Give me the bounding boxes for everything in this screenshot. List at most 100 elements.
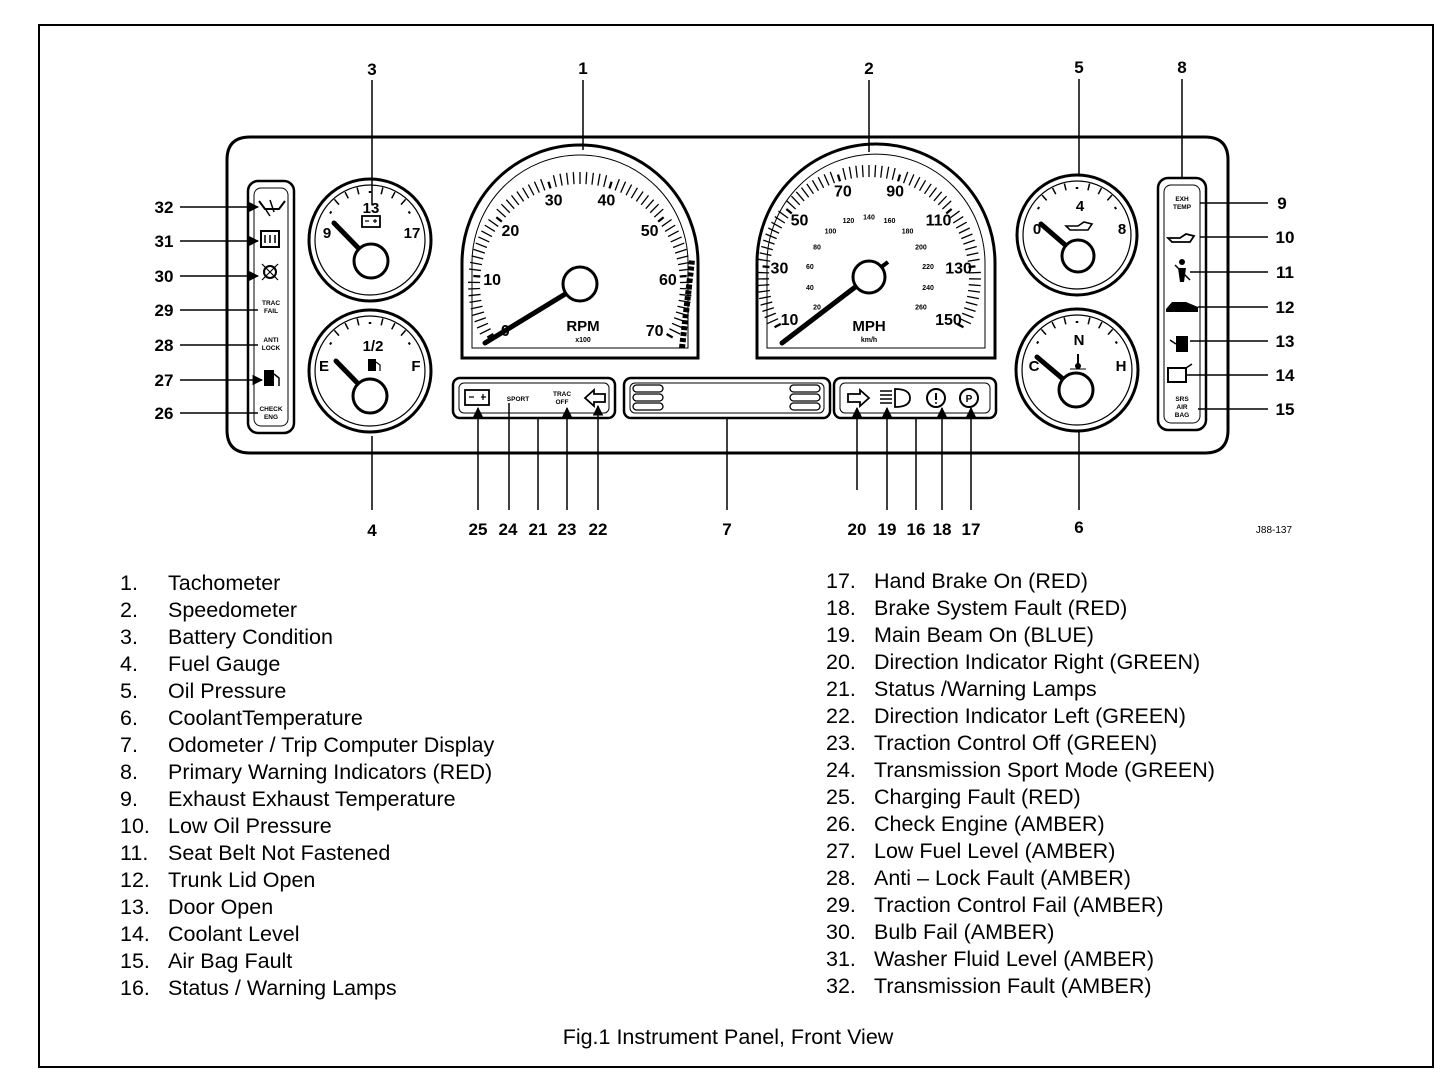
dial-scale-label: 40 — [597, 193, 615, 210]
legend-item: 1.Tachometer — [120, 570, 494, 597]
callout-23: 23 — [558, 520, 577, 539]
dial-tick — [811, 180, 820, 192]
callout-5: 5 — [1074, 58, 1083, 77]
dial-tick — [1106, 194, 1113, 201]
brake-fault-icon — [926, 388, 946, 408]
legend-num: 19. — [826, 623, 856, 647]
dial-tick — [928, 187, 938, 198]
legend-item: 32.Transmission Fault (AMBER) — [826, 973, 1215, 1000]
dial-tick — [640, 195, 650, 206]
callout-31: 31 — [155, 232, 174, 251]
dial-tick — [817, 176, 825, 189]
dial-tick — [891, 167, 896, 180]
legend-label: Low Oil Pressure — [168, 814, 332, 838]
legend-item: 27.Low Fuel Level (AMBER) — [826, 838, 1215, 865]
legend-item: 5.Oil Pressure — [120, 678, 494, 705]
dial-tick — [1036, 340, 1040, 345]
dial-scale-label: 10 — [781, 312, 799, 329]
figure-ref-code: J88-137 — [1256, 525, 1293, 536]
callout-30: 30 — [155, 267, 174, 286]
callout-27: 27 — [155, 371, 174, 390]
dial-tick — [329, 210, 333, 215]
right-indicator-icon — [847, 387, 871, 409]
dial-tick — [759, 252, 772, 257]
dial-tick — [758, 295, 772, 300]
legend-item: 30.Bulb Fail (AMBER) — [826, 919, 1215, 946]
legend-label: Exhaust Exhaust Temperature — [168, 787, 456, 811]
legend-num: 18. — [826, 596, 856, 620]
legend-item: 3.Battery Condition — [120, 624, 494, 651]
dial-tick — [667, 230, 679, 238]
legend-num: 9. — [120, 787, 138, 811]
legend-label: Washer Fluid Level (AMBER) — [874, 947, 1154, 971]
dial-scale-label: 160 — [884, 218, 896, 225]
legend-left-list: 1.Tachometer 2.Speedometer 3.Battery Con… — [120, 570, 494, 1002]
dial-scale-label: 180 — [902, 228, 914, 235]
legend-num: 3. — [120, 625, 138, 649]
dial-tick — [400, 198, 407, 206]
dial-tick — [949, 210, 960, 219]
oil-max-label: 8 — [1118, 221, 1126, 238]
oil-pressure-gauge: 4 0 8 — [1015, 173, 1139, 297]
dial-tick — [758, 258, 771, 262]
callout-18: 18 — [933, 520, 952, 539]
legend-item: 15.Air Bag Fault — [120, 948, 494, 975]
dial-tick — [679, 287, 692, 290]
legend-num: 31. — [826, 947, 856, 971]
legend-num: 14. — [120, 922, 150, 946]
callout-7: 7 — [722, 520, 731, 539]
legend-num: 25. — [826, 785, 856, 809]
dial-scale-label: 220 — [922, 264, 934, 271]
legend-num: 1. — [120, 571, 138, 595]
dial-tick — [620, 181, 627, 193]
dial-tick — [585, 172, 588, 185]
dial-tick — [1036, 206, 1041, 210]
callout-24: 24 — [499, 520, 518, 539]
dial-tick — [473, 248, 486, 254]
legend-num: 20. — [826, 650, 856, 674]
legend-item: 16.Status / Warning Lamps — [120, 975, 494, 1002]
trac-off-label-1: TRAC — [553, 391, 571, 398]
legend-item: 20.Direction Indicator Right (GREEN) — [826, 649, 1215, 676]
coolant-mid-label: N — [1074, 332, 1085, 349]
dial-tick — [673, 317, 686, 323]
dial-tick — [786, 200, 797, 210]
dial-tick — [608, 181, 613, 189]
dial-tick — [400, 329, 407, 337]
dial-tick — [1063, 183, 1067, 191]
legend-item: 9. Exhaust Exhaust Temperature — [120, 786, 494, 813]
legend-label: Charging Fault (RED) — [874, 785, 1081, 809]
dial-tick — [761, 245, 773, 251]
dial-scale-label: 100 — [825, 228, 837, 235]
legend-label: Coolant Level — [168, 922, 300, 946]
dial-tick — [674, 248, 687, 254]
legend-label: Seat Belt Not Fastened — [168, 841, 391, 865]
legend-label: Transmission Sport Mode (GREEN) — [874, 758, 1215, 782]
dial-tick — [861, 165, 864, 178]
callout-10: 10 — [1276, 228, 1295, 247]
legend-num: 11. — [120, 841, 149, 865]
charging-fault-icon — [464, 389, 490, 406]
legend-num: 6. — [120, 706, 138, 730]
dial-tick — [945, 208, 953, 215]
callout-26: 26 — [155, 404, 174, 423]
legend-num: 29. — [826, 893, 856, 917]
dial-tick — [679, 268, 692, 272]
dial-tick — [474, 317, 487, 323]
dial-tick — [664, 224, 676, 232]
dial-tick — [963, 239, 975, 245]
dial-tick — [476, 322, 489, 329]
dial-tick — [874, 165, 877, 178]
srs-label-3: BAG — [1175, 412, 1189, 419]
callout-numbers: 1 2 3 4 5 6 7 8 9 10 11 12 13 14 15 16 1… — [155, 58, 1295, 540]
callout-6: 6 — [1074, 518, 1083, 537]
dial-tick — [675, 311, 688, 317]
battery-gauge: 13 9 17 — [307, 177, 433, 303]
dial-tick — [603, 175, 608, 188]
coolant-level-icon — [1167, 363, 1193, 383]
dial-tick — [1097, 187, 1103, 195]
dial-tick — [941, 200, 952, 210]
dial-tick — [902, 171, 909, 184]
legend-label: Main Beam On (BLUE) — [874, 623, 1094, 647]
legend-item: 6.CoolantTemperature — [120, 705, 494, 732]
